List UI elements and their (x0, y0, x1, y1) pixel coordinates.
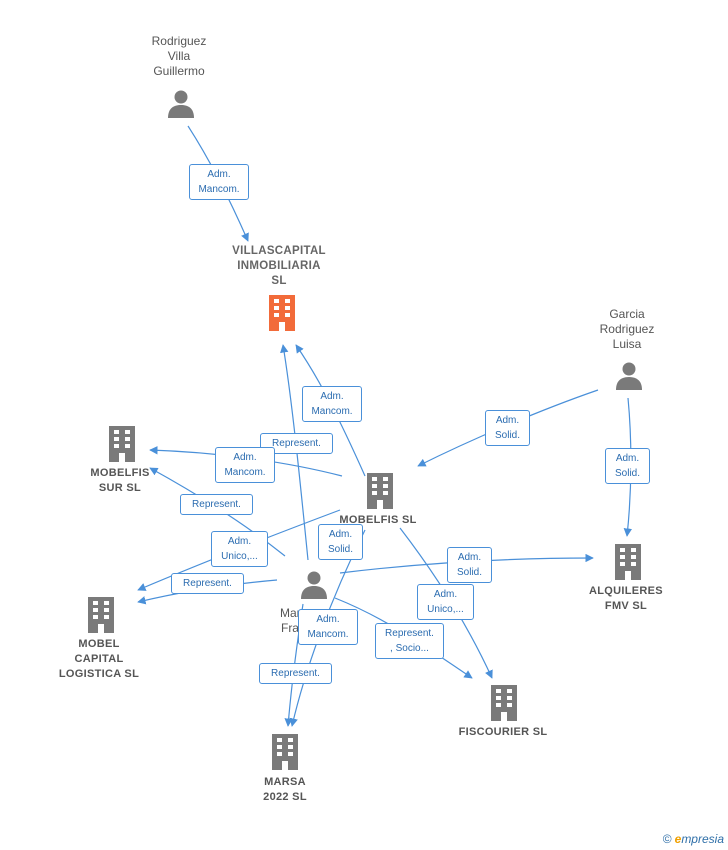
edge-label-represent[interactable]: Represent. (259, 663, 332, 684)
edge-label-adm-mancom[interactable]: Adm. Mancom. (302, 386, 362, 422)
person-icon[interactable] (166, 89, 196, 119)
person-icon[interactable] (614, 361, 644, 391)
edge-label-represent-socio[interactable]: Represent. , Socio... (375, 623, 444, 659)
edge-label-adm-solid[interactable]: Adm. Solid. (447, 547, 492, 583)
edge-label-adm-unico[interactable]: Adm. Unico,... (211, 531, 268, 567)
building-icon[interactable] (107, 426, 137, 462)
person-label-rodriguez: Rodriguez Villa Guillermo (151, 34, 207, 78)
edge-label-adm-mancom[interactable]: Adm. Mancom. (298, 609, 358, 645)
company-label-mobel-capital: MOBEL CAPITAL LOGISTICA SL (58, 638, 140, 680)
edge-label-adm-solid[interactable]: Adm. Solid. (485, 410, 530, 446)
copyright-icon: © (662, 832, 672, 846)
company-label-mobelfis-sur: MOBELFIS SUR SL (90, 467, 150, 494)
building-icon[interactable] (365, 473, 395, 509)
building-icon[interactable] (489, 685, 519, 721)
building-icon[interactable] (613, 544, 643, 580)
company-label-villascapital: VILLASCAPITAL INMOBILIARIA SL (232, 245, 326, 287)
edge-label-represent[interactable]: Represent. (171, 573, 244, 594)
company-label-mobelfis: MOBELFIS SL (339, 514, 417, 526)
edge-label-represent[interactable]: Represent. (260, 433, 333, 454)
person-label-garcia: Garcia Rodriguez Luisa (599, 307, 655, 351)
company-label-alquileres: ALQUILERES FMV SL (589, 585, 663, 612)
edge-label-adm-mancom[interactable]: Adm. Mancom. (189, 164, 249, 200)
building-icon[interactable] (270, 734, 300, 770)
brand-name: mpresia (681, 832, 724, 846)
company-label-fiscourier: FISCOURIER SL (458, 726, 548, 738)
edge-label-adm-mancom[interactable]: Adm. Mancom. (215, 447, 275, 483)
brand-initial: e (674, 832, 682, 846)
building-icon[interactable] (86, 597, 116, 633)
person-icon[interactable] (299, 570, 329, 600)
edge-label-represent[interactable]: Represent. (180, 494, 253, 515)
edge-label-adm-solid[interactable]: Adm. Solid. (605, 448, 650, 484)
empresia-watermark: ©empresia (663, 832, 724, 846)
company-label-marsa: MARSA 2022 SL (263, 776, 307, 803)
edge-label-adm-solid[interactable]: Adm. Solid. (318, 524, 363, 560)
edge-label-adm-unico[interactable]: Adm. Unico,... (417, 584, 474, 620)
building-icon-highlighted[interactable] (267, 295, 297, 331)
